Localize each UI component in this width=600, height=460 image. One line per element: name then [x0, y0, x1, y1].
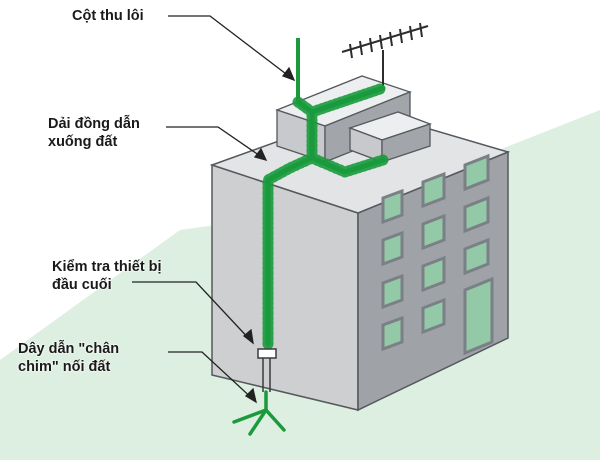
label-lightning-rod: Cột thu lôi: [72, 7, 144, 25]
label-test-clamp: Kiểm tra thiết bị đầu cuối: [52, 258, 162, 294]
label-line: đầu cuối: [52, 277, 112, 293]
windows: [381, 153, 494, 356]
leader-arrow: [281, 66, 296, 82]
window: [421, 297, 446, 335]
label-line: chim" nối đất: [18, 359, 111, 375]
leader-down-conductor: [166, 126, 267, 161]
label-line: Kiểm tra thiết bị: [52, 259, 162, 275]
window: [463, 195, 490, 234]
window: [463, 237, 490, 276]
test-clamp: [257, 348, 277, 359]
down-conductor: [262, 82, 389, 350]
window: [463, 153, 490, 192]
door: [463, 276, 494, 356]
building: [209, 75, 511, 412]
window: [381, 273, 404, 310]
window: [421, 171, 446, 209]
leader-earth: [168, 351, 257, 403]
leader-lines: [132, 15, 296, 404]
label-line: xuống đất: [48, 134, 118, 150]
window: [381, 315, 404, 352]
window: [421, 255, 446, 293]
label-down-conductor: Dải đồng dẫn xuống đất: [48, 115, 140, 151]
label-line: Dải đồng dẫn: [48, 116, 140, 132]
leader-test-clamp: [132, 281, 254, 344]
crow-foot-earth: [232, 390, 286, 436]
window: [421, 213, 446, 251]
leader-arrow: [242, 328, 254, 345]
tv-antenna: [341, 22, 429, 88]
leader-arrow: [253, 147, 268, 161]
window: [381, 230, 404, 267]
label-line: Cột thu lôi: [72, 8, 144, 24]
label-line: Dây dẫn "chân: [18, 341, 120, 357]
leader-lightning-rod: [168, 15, 295, 81]
window: [381, 188, 404, 225]
leader-arrow: [244, 387, 257, 404]
label-earth-rod: Dây dẫn "chân chim" nối đất: [18, 340, 119, 376]
